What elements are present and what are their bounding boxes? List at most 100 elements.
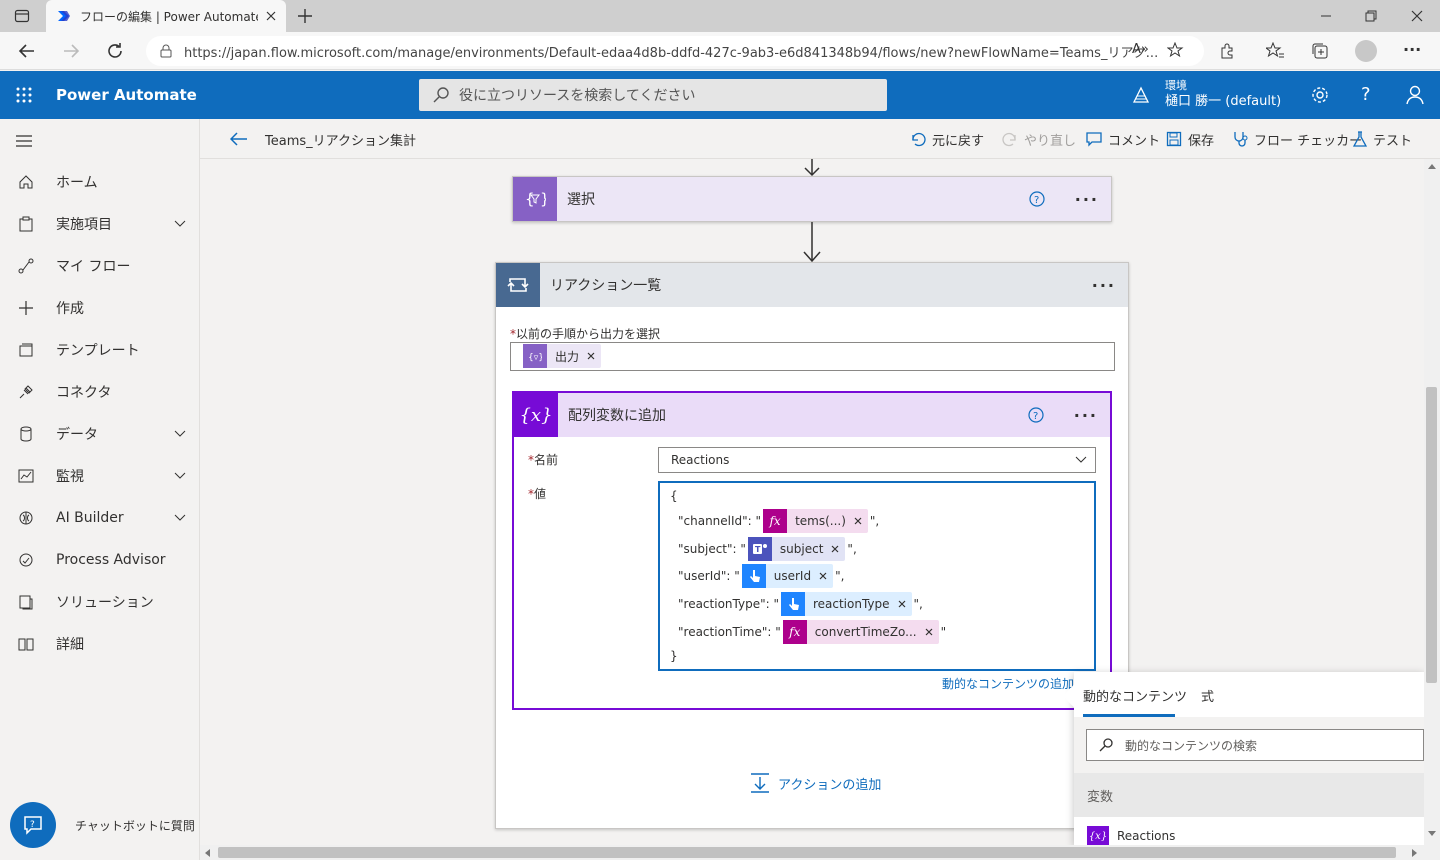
- undo-button[interactable]: 元に戻す: [910, 119, 984, 159]
- dropdown-value: Reactions: [671, 453, 730, 467]
- output-token[interactable]: {▿} 出力: [523, 344, 602, 368]
- comment-button[interactable]: コメント: [1086, 119, 1160, 159]
- test-label: テスト: [1373, 133, 1413, 149]
- more-icon[interactable]: ···: [1403, 40, 1422, 59]
- nav-item-connectors[interactable]: コネクタ: [0, 371, 200, 413]
- back-icon[interactable]: [18, 42, 36, 60]
- flow-name: Teams_リアクション集計: [265, 133, 416, 149]
- tab-dynamic-content[interactable]: 動的なコンテンツ: [1083, 690, 1188, 705]
- remove-token-icon[interactable]: [819, 572, 827, 580]
- add-action-button[interactable]: アクションの追加: [750, 773, 881, 793]
- ai-brain-icon: [18, 510, 34, 526]
- nav-item-my-flows[interactable]: マイ フロー: [0, 245, 200, 287]
- test-button[interactable]: テスト: [1353, 119, 1412, 159]
- tab-actions-icon[interactable]: [14, 8, 30, 24]
- help-circle-icon[interactable]: ?: [1029, 191, 1045, 207]
- browser-tab[interactable]: フローの編集 | Power Automate: [46, 0, 286, 32]
- nav-item-home[interactable]: ホーム: [0, 161, 200, 203]
- redo-button[interactable]: やり直し: [1002, 119, 1076, 159]
- environment-picker[interactable]: 環境 樋口 勝一 (default): [1165, 78, 1281, 110]
- more-options-icon[interactable]: ···: [1091, 275, 1116, 295]
- undo-label: 元に戻す: [932, 133, 985, 149]
- expression-token[interactable]: fx convertTimeZo...: [782, 620, 939, 644]
- token-label: subject: [779, 542, 824, 556]
- horizontal-scrollbar[interactable]: [200, 845, 1424, 860]
- nav-label: データ: [56, 427, 98, 443]
- expression-token[interactable]: fx tems(...): [763, 509, 868, 533]
- app-title[interactable]: Power Automate: [56, 86, 197, 104]
- extensions-icon[interactable]: [1218, 42, 1236, 60]
- favorite-add-icon[interactable]: [1167, 42, 1185, 60]
- window-close-icon[interactable]: [1407, 6, 1427, 26]
- value-editor[interactable]: { "channelId": " fx tems(...) ", "subjec…: [658, 481, 1096, 671]
- remove-token-icon[interactable]: [831, 545, 839, 553]
- url-text: https://japan.flow.microsoft.com/manage/…: [184, 45, 1159, 61]
- profile-avatar[interactable]: [1355, 40, 1377, 62]
- settings-gear-icon[interactable]: [1311, 86, 1329, 104]
- scroll-up-icon[interactable]: [1428, 163, 1436, 169]
- save-button[interactable]: 保存: [1166, 119, 1214, 159]
- flask-icon: [1353, 131, 1367, 147]
- minimize-icon[interactable]: [1316, 6, 1336, 26]
- nav-item-action-items[interactable]: 実施項目: [0, 203, 200, 245]
- nav-item-templates[interactable]: テンプレート: [0, 329, 200, 371]
- help-circle-icon[interactable]: ?: [1028, 407, 1044, 423]
- close-icon[interactable]: [266, 11, 276, 21]
- more-options-icon[interactable]: ···: [1073, 405, 1098, 425]
- add-dynamic-content-link[interactable]: 動的なコンテンツの追加: [942, 677, 1075, 691]
- favorites-icon[interactable]: [1266, 42, 1284, 60]
- vertical-scrollbar[interactable]: [1424, 159, 1440, 845]
- data-operation-icon: {▿}: [523, 344, 547, 368]
- chatbot-label[interactable]: チャットボットに質問: [75, 819, 195, 833]
- nav-item-data[interactable]: データ: [0, 413, 200, 455]
- scroll-right-icon[interactable]: [1412, 849, 1418, 857]
- remove-token-icon[interactable]: [898, 600, 906, 608]
- resource-search-input[interactable]: 役に立つリソースを検索してください: [419, 79, 887, 111]
- scroll-down-icon[interactable]: [1428, 831, 1436, 837]
- nav-label: AI Builder: [56, 510, 124, 526]
- select-action-card[interactable]: {} 選択 ? ···: [512, 176, 1112, 222]
- chatbot-button[interactable]: ?: [10, 802, 56, 848]
- variable-name-dropdown[interactable]: Reactions: [658, 447, 1096, 473]
- scrollbar-thumb[interactable]: [1426, 387, 1437, 683]
- nav-item-learn[interactable]: 詳細: [0, 623, 200, 665]
- dynamic-item-reactions[interactable]: {x} Reactions: [1087, 826, 1175, 846]
- nav-item-solutions[interactable]: ソリューション: [0, 581, 200, 623]
- remove-token-icon[interactable]: [854, 517, 862, 525]
- database-icon: [18, 426, 34, 442]
- refresh-icon[interactable]: [106, 42, 124, 60]
- output-select-field[interactable]: {▿} 出力: [510, 342, 1115, 371]
- dynamic-token[interactable]: reactionType: [780, 592, 912, 616]
- more-options-icon[interactable]: ···: [1074, 189, 1099, 209]
- dynamic-content-search-input[interactable]: 動的なコンテンツの検索: [1086, 729, 1424, 761]
- back-button[interactable]: [230, 119, 248, 159]
- read-aloud-icon[interactable]: A»: [1132, 42, 1149, 57]
- card-title: 選択: [567, 192, 595, 208]
- scrollbar-thumb[interactable]: [218, 847, 1396, 858]
- flow-checker-button[interactable]: フロー チェッカー: [1232, 119, 1362, 159]
- restore-icon[interactable]: [1361, 6, 1381, 26]
- hamburger-menu-icon[interactable]: [16, 135, 32, 147]
- help-icon[interactable]: ?: [1361, 84, 1371, 105]
- field-label-value: *値: [528, 487, 547, 501]
- power-automate-favicon-icon: [56, 8, 72, 24]
- app-launcher-icon[interactable]: [16, 87, 32, 103]
- tab-expression[interactable]: 式: [1201, 690, 1215, 705]
- template-icon: [18, 342, 34, 358]
- forward-icon[interactable]: [62, 42, 80, 60]
- nav-item-ai-builder[interactable]: AI Builder: [0, 497, 200, 539]
- scroll-left-icon[interactable]: [204, 849, 210, 857]
- remove-token-icon[interactable]: [587, 352, 595, 360]
- collections-icon[interactable]: [1311, 42, 1329, 60]
- nav-item-process-advisor[interactable]: Process Advisor: [0, 539, 200, 581]
- dynamic-token[interactable]: T subject: [747, 537, 846, 561]
- loop-icon: [496, 263, 540, 307]
- nav-label: 作成: [56, 301, 84, 317]
- address-field[interactable]: https://japan.flow.microsoft.com/manage/…: [146, 36, 1204, 66]
- dynamic-token[interactable]: userId: [741, 564, 834, 588]
- remove-token-icon[interactable]: [925, 628, 933, 636]
- nav-item-monitor[interactable]: 監視: [0, 455, 200, 497]
- account-icon[interactable]: [1406, 85, 1424, 105]
- nav-item-create[interactable]: 作成: [0, 287, 200, 329]
- new-tab-icon[interactable]: [296, 7, 314, 25]
